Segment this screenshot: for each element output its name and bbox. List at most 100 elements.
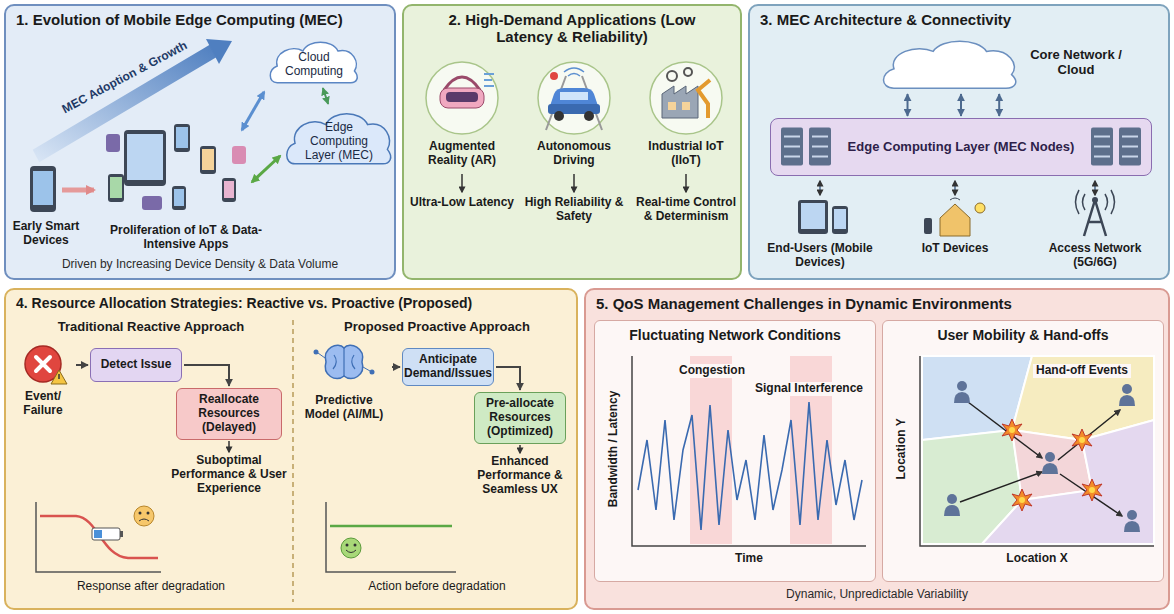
- text-label: Time: [719, 552, 779, 566]
- panel-title: 5. QoS Management Challenges in Dynamic …: [596, 295, 1158, 312]
- text-label: Signal Interference: [752, 382, 866, 396]
- application-icons: [554, 111, 564, 121]
- text-label: Augmented Reality (AR): [409, 140, 515, 168]
- application-icons: [684, 68, 692, 76]
- application-icons: [698, 80, 710, 118]
- process-box: Reallocate Resources (Delayed): [176, 388, 282, 440]
- node-label: Pre-allocate Resources (Optimized): [481, 397, 559, 438]
- text-label: End-Users (Mobile Devices): [760, 242, 880, 270]
- text-label: Bandwidth / Latency: [607, 374, 621, 524]
- node-shape: [370, 370, 375, 375]
- architecture-icons: [798, 200, 828, 234]
- architecture-icons: [832, 206, 848, 234]
- strategy-illustration: [120, 531, 123, 537]
- strategy-illustration: [341, 538, 361, 558]
- strategy-illustration: [519, 445, 521, 453]
- node-shape: [287, 114, 391, 164]
- strategy-illustration: [147, 512, 150, 515]
- mobility-map: [1012, 430, 1092, 500]
- mobility-map: [922, 356, 1154, 544]
- text-label: Industrial IoT (IIoT): [633, 140, 739, 168]
- text-label: Traditional Reactive Approach: [16, 320, 286, 335]
- node-shape: [298, 338, 390, 384]
- connector-arrow: [496, 367, 520, 390]
- panel-caption: Driven by Increasing Device Density & Da…: [6, 258, 394, 272]
- cloud-node: Cloud Computing: [268, 36, 360, 86]
- application-icons: [461, 174, 463, 192]
- node-label: Reallocate Resources (Delayed): [183, 393, 275, 434]
- node-shape: [318, 353, 370, 371]
- text-label: Autonomous Driving: [521, 140, 627, 168]
- application-icons: [573, 174, 575, 192]
- architecture-icons: [798, 181, 1115, 236]
- node-shape: [333, 348, 355, 376]
- application-icons: [446, 92, 478, 102]
- mobility-map: [920, 356, 1154, 546]
- text-label: Action before degradation: [302, 580, 572, 594]
- connector-arrow: [960, 94, 962, 116]
- node-label: Edge Computing Layer (MEC): [301, 121, 377, 162]
- mobility-map: [1072, 429, 1092, 451]
- application-icons: [426, 62, 498, 134]
- application-icons: [538, 62, 610, 134]
- text-label: Proposed Proactive Approach: [302, 320, 572, 335]
- node-shape: [325, 345, 362, 378]
- architecture-icons: [924, 218, 932, 234]
- evolution-illustration: [202, 149, 214, 170]
- panel-title: 2. High-Demand Applications (Low Latency…: [447, 11, 697, 46]
- panel-caption: Dynamic, Unpredictable Variability: [586, 588, 1168, 602]
- connector-arrow: [184, 365, 229, 386]
- mobility-map: [1042, 452, 1058, 474]
- evolution-illustration: [252, 156, 280, 182]
- strategy-illustration: [139, 512, 142, 515]
- architecture-icons: [1092, 197, 1098, 203]
- application-icons: [662, 86, 698, 118]
- application-icons: [426, 62, 722, 192]
- movement-arrow: [1060, 474, 1122, 516]
- application-icons: [550, 88, 598, 106]
- panel-title: 3. MEC Architecture & Connectivity: [760, 11, 1158, 28]
- network-chart: [632, 356, 866, 546]
- evolution-illustration: [172, 186, 186, 210]
- node-shape: [809, 128, 831, 166]
- section-panel: 4. Resource Allocation Strategies: React…: [4, 288, 578, 610]
- evolution-illustration: [127, 134, 163, 180]
- movement-arrow: [1058, 410, 1120, 460]
- strategy-illustration: [330, 525, 452, 528]
- mobility-map: [1002, 419, 1022, 441]
- mobility-map: [922, 356, 1032, 440]
- strategy-illustration: [346, 550, 356, 553]
- text-label: Response after degradation: [16, 580, 286, 594]
- node-shape: [36, 357, 50, 371]
- node-shape: [1094, 137, 1110, 157]
- node-shape: [314, 350, 319, 355]
- evolution-illustration: [242, 92, 264, 130]
- node-shape: [1119, 128, 1141, 166]
- node-shape: [58, 374, 60, 379]
- text-label: Real-time Control & Determinism: [633, 196, 739, 224]
- panel-title: 4. Resource Allocation Strategies: React…: [16, 295, 566, 311]
- evolution-illustration: [206, 39, 232, 64]
- text-label: Early Smart Devices: [8, 220, 84, 248]
- text-label: Access Network (5G/6G): [1030, 242, 1160, 270]
- architecture-icons: [801, 203, 825, 229]
- movement-arrow: [960, 402, 1122, 516]
- strategy-illustration: [292, 320, 294, 602]
- node-shape: [812, 137, 828, 157]
- node-shape: [1091, 128, 1113, 166]
- architecture-icons: [834, 209, 846, 229]
- application-icons: [560, 92, 588, 100]
- network-chart: [632, 356, 866, 546]
- architecture-icons: [950, 198, 960, 200]
- mobility-map: [1012, 489, 1032, 511]
- node-shape: [781, 128, 803, 166]
- application-icons: [685, 174, 687, 192]
- evolution-illustration: [174, 189, 184, 206]
- application-icons: [667, 71, 677, 81]
- mobility-map: [982, 420, 1154, 544]
- evolution-illustration: [176, 127, 188, 148]
- application-icons: [682, 102, 690, 110]
- edge-layer-box: Edge Computing Layer (MEC Nodes): [770, 118, 1152, 176]
- application-icons: [668, 102, 676, 110]
- node-shape: [270, 42, 357, 82]
